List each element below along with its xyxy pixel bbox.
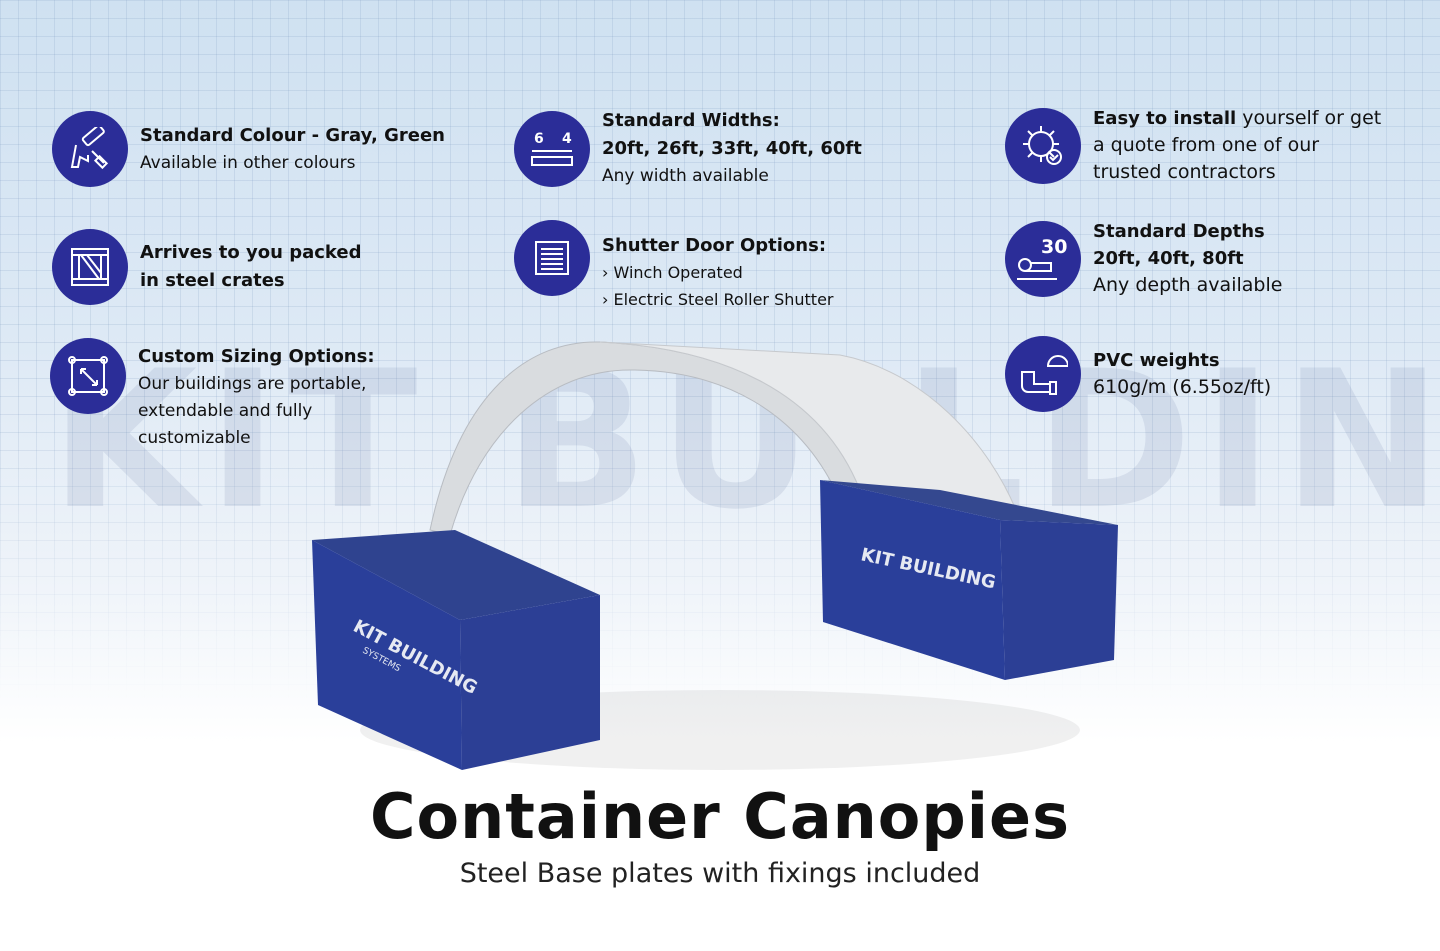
right-container: KIT BUILDING bbox=[820, 480, 1118, 680]
left-container: KIT BUILDING SYSTEMS bbox=[312, 530, 600, 770]
feature-line: extendable and fully bbox=[138, 401, 313, 421]
feature-line: Any width available bbox=[602, 166, 769, 186]
feature-line: Available in other colours bbox=[140, 152, 356, 173]
feature-title: Custom Sizing Options: bbox=[138, 346, 375, 367]
feature-title: Standard Widths: bbox=[602, 110, 780, 131]
feature-shutter: Shutter Door Options: › Winch Operated › E… bbox=[514, 220, 834, 313]
gear-wrench-check-icon bbox=[1005, 107, 1081, 184]
icon-digit: 6 bbox=[534, 131, 544, 147]
feature-line: a quote from one of our bbox=[1093, 134, 1320, 156]
feature-line: yourself or get bbox=[1236, 107, 1382, 129]
feature-line: customizable bbox=[138, 428, 251, 448]
feature-title: Arrives to you packed bbox=[140, 242, 362, 263]
feature-title: Shutter Door Options: bbox=[602, 235, 827, 256]
feature-line: trusted contractors bbox=[1093, 161, 1276, 183]
feature-title: Standard Depths bbox=[1093, 221, 1265, 242]
feature-custom-sizing: Custom Sizing Options: Our buildings are … bbox=[50, 338, 375, 452]
feature-line: › Winch Operated bbox=[602, 263, 743, 282]
resize-icon bbox=[50, 338, 126, 414]
pipe-gauge-icon bbox=[1005, 336, 1081, 412]
feature-line: Any depth available bbox=[1093, 274, 1283, 296]
crate-icon bbox=[52, 229, 128, 305]
feature-line: 610g/m (6.55oz/ft) bbox=[1093, 376, 1272, 398]
feature-line: 20ft, 40ft, 80ft bbox=[1093, 248, 1244, 269]
paint-roller-icon bbox=[52, 111, 128, 187]
feature-pvc: PVC weights 610g/m (6.55oz/ft) bbox=[1005, 336, 1271, 412]
feature-line: in steel crates bbox=[140, 270, 285, 291]
feature-line: 20ft, 26ft, 33ft, 40ft, 60ft bbox=[602, 138, 862, 159]
feature-install: Easy to install yourself or get a quote f… bbox=[1005, 105, 1381, 186]
tape-measure-icon: 30 bbox=[1005, 220, 1081, 297]
feature-title: Easy to install bbox=[1093, 108, 1237, 129]
feature-line: Our buildings are portable, bbox=[138, 374, 367, 394]
icon-digit: 4 bbox=[562, 131, 572, 147]
container-canopy-illustration: KIT BUILDING KIT BUILDING SYSTEMS bbox=[312, 341, 1118, 770]
icon-digit: 30 bbox=[1041, 237, 1067, 258]
feature-title: PVC weights bbox=[1093, 350, 1220, 371]
shutter-door-icon bbox=[514, 220, 590, 296]
feature-crates: Arrives to you packed in steel crates bbox=[52, 229, 361, 305]
page-subtitle: Steel Base plates with fixings included bbox=[459, 858, 981, 889]
feature-line: › Electric Steel Roller Shutter bbox=[602, 290, 834, 309]
page-title: Container Canopies bbox=[370, 780, 1070, 853]
feature-title: Standard Colour - Gray, Green bbox=[140, 124, 445, 146]
